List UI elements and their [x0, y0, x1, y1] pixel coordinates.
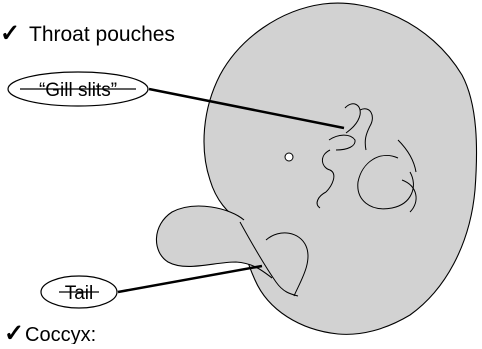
tail-pointer	[118, 266, 262, 292]
coccyx-check: ✓	[4, 320, 24, 344]
eye	[285, 153, 293, 161]
throat-pouches-label: Throat pouches	[29, 23, 175, 46]
gill-slits-label: “Gill slits”	[39, 80, 117, 101]
tail-label: Tail	[65, 283, 94, 304]
throat-pouches-check: ✓	[0, 20, 20, 47]
embryo-body	[204, 3, 477, 334]
coccyx-label: Coccyx:	[25, 324, 96, 344]
